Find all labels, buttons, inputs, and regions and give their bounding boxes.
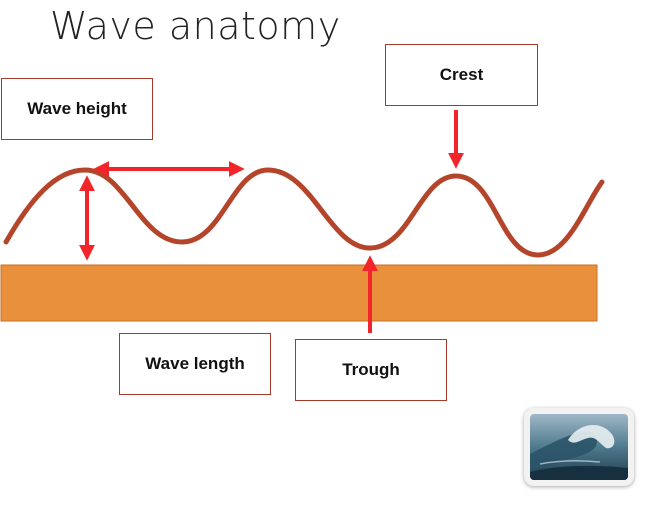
crest-label: Crest (385, 44, 538, 106)
wave-height-label: Wave height (1, 78, 153, 140)
trough-label: Trough (295, 339, 447, 401)
page-title: Wave anatomy (50, 4, 341, 48)
wave-length-label: Wave length (119, 333, 271, 395)
ocean-wave-photo-icon (524, 408, 634, 486)
seabed-band (0, 264, 598, 322)
wave-line (3, 167, 605, 258)
